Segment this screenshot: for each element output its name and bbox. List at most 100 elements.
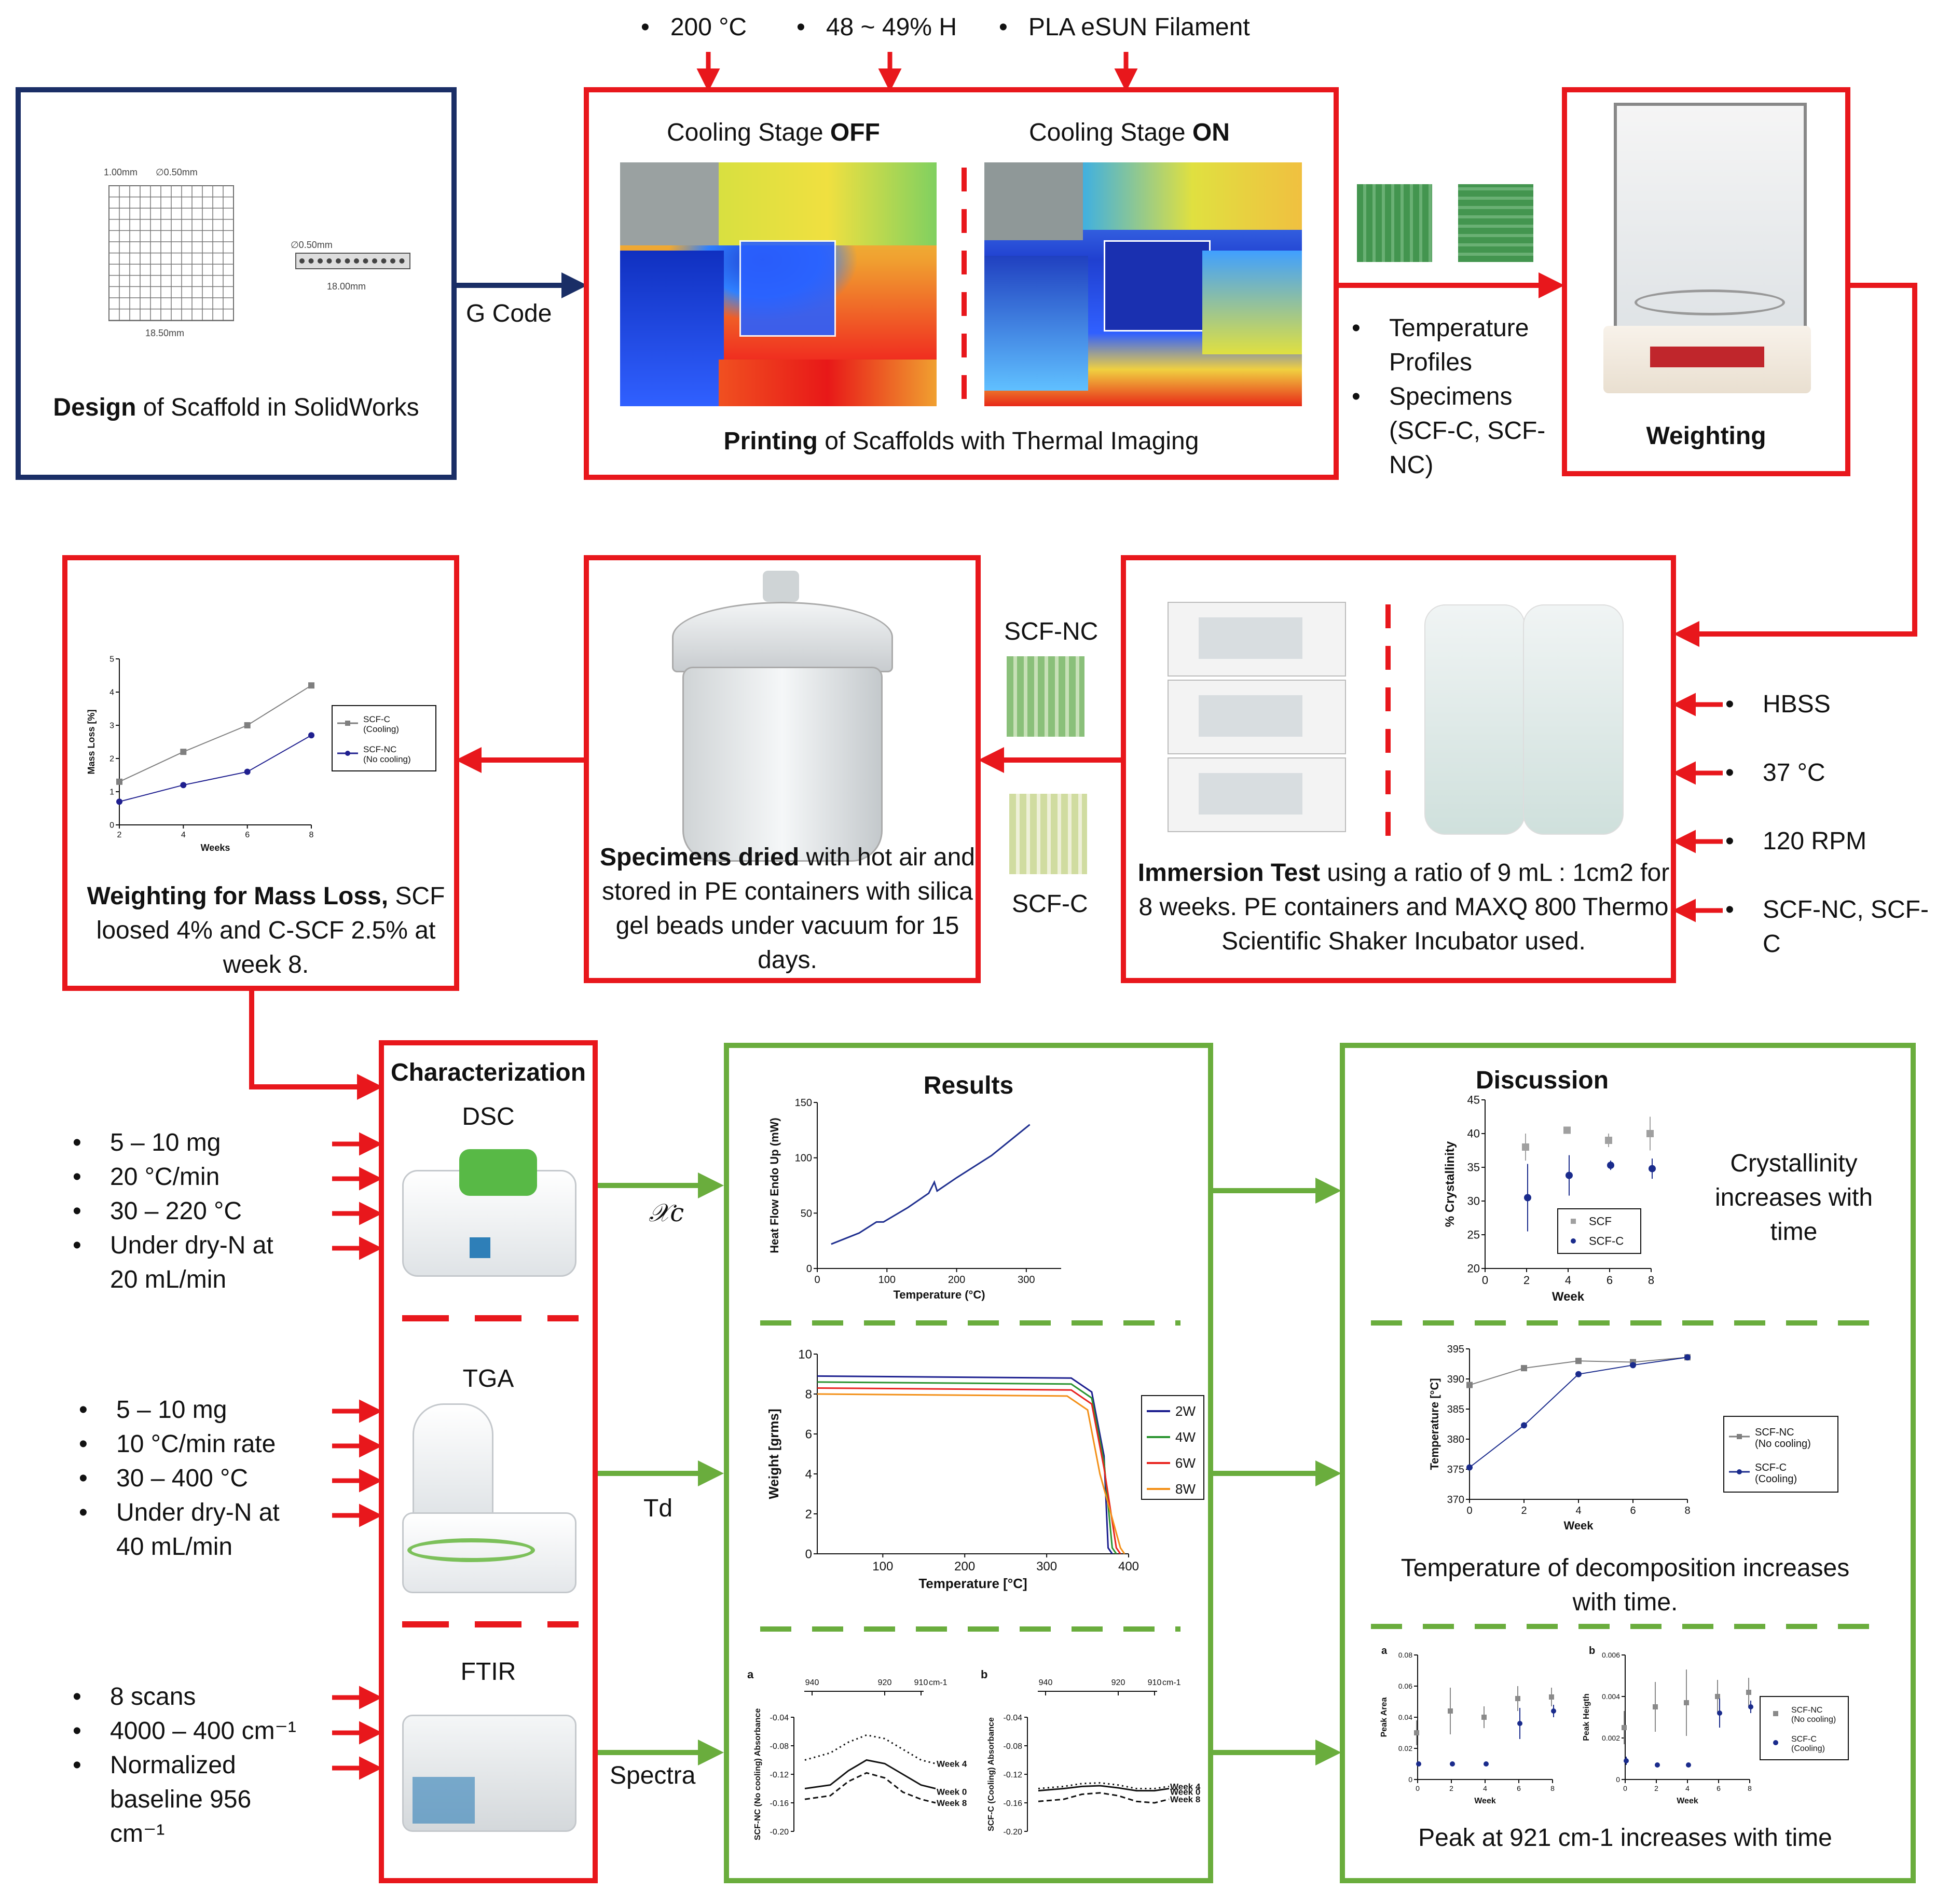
specimen-scfnc-image: [1007, 656, 1084, 737]
series-line: [1469, 1357, 1688, 1468]
legend-label: 2W: [1175, 1403, 1196, 1419]
y-tick-label: 380: [1447, 1434, 1464, 1445]
y-tick-label: 25: [1467, 1229, 1480, 1241]
analytical-balance-image: [1603, 103, 1811, 404]
x-tick-label: 0: [1482, 1274, 1488, 1287]
y-tick-label: 0: [109, 821, 114, 830]
legend-label: (Cooling): [1755, 1473, 1797, 1485]
data-point: [1622, 1725, 1627, 1730]
x-tick-label: 4: [1575, 1505, 1581, 1516]
specimen-scfc-image: [1009, 794, 1087, 874]
data-point: [1524, 1194, 1531, 1202]
x-tick-label: 940: [1039, 1678, 1053, 1687]
x-tick-label: 2: [1449, 1784, 1453, 1792]
data-point: [116, 778, 122, 785]
weighting-label: Weighting: [1646, 422, 1766, 450]
divider-dashed: [760, 1320, 1180, 1326]
y-axis-label: % Crystallinity: [1443, 1141, 1457, 1227]
x-tick-label: 4: [1685, 1784, 1690, 1792]
data-point: [1748, 1704, 1753, 1709]
data-point: [1414, 1730, 1419, 1735]
x-tick-label: 0: [1466, 1505, 1472, 1516]
y-tick-label: 2: [805, 1507, 812, 1521]
scaffold-thumbnail-1: [1357, 184, 1432, 262]
legend-label: 4W: [1175, 1429, 1196, 1445]
y-tick-label: -0.16: [1004, 1799, 1023, 1808]
data-point: [1624, 1758, 1629, 1763]
x-tick-label: 910: [914, 1678, 928, 1687]
legend-marker: [1737, 1434, 1742, 1439]
data-point: [1563, 1126, 1571, 1134]
y-axis-label: Heat Flow Endo Up (mW): [768, 1117, 781, 1253]
x-tick-label: 4: [181, 831, 186, 839]
printing-box: Cooling Stage OFF Cooling Stage ON Print…: [584, 87, 1339, 480]
x-tick-label: 6: [1517, 1784, 1521, 1792]
panel-label: a: [747, 1668, 754, 1681]
results-title: Results: [923, 1072, 1014, 1099]
scaffold-thumbnail-2: [1458, 184, 1533, 262]
data-point: [116, 798, 122, 805]
data-point: [244, 768, 251, 775]
legend-label: (No cooling): [1791, 1715, 1836, 1724]
series-label: Week 4: [1170, 1782, 1201, 1791]
y-tick-label: 20: [1467, 1262, 1480, 1275]
y-tick-label: -0.04: [1004, 1714, 1023, 1722]
y-tick-label: -0.12: [1004, 1771, 1023, 1779]
y-axis-label: Peak Heigth: [1582, 1693, 1591, 1741]
legend-label: SCF-C: [1589, 1235, 1624, 1248]
series-line: [119, 735, 312, 803]
series-line: [804, 1734, 936, 1764]
x-tick-label: 0: [1623, 1784, 1627, 1792]
y-tick-label: -0.04: [770, 1714, 789, 1722]
x-tick-label: 4: [1565, 1274, 1571, 1287]
legend-box: [1141, 1395, 1204, 1500]
panel-label: b: [981, 1668, 987, 1681]
series-line: [1038, 1785, 1170, 1792]
divider-dashed: [402, 1621, 579, 1627]
weighting-box: Weighting: [1562, 87, 1850, 476]
output-temperature-profiles: Temperature Profiles: [1389, 314, 1529, 376]
y-tick-label: 35: [1467, 1161, 1480, 1174]
divider-dashed: [962, 168, 967, 411]
data-point: [308, 732, 314, 739]
series-label: Week 8: [1170, 1795, 1200, 1804]
y-tick-label: 375: [1447, 1464, 1464, 1475]
x-tick-label: 8: [1550, 1784, 1555, 1792]
x-axis-label: Week: [1677, 1797, 1698, 1805]
condition-filament: • PLA eSUN Filament: [999, 13, 1250, 41]
data-point: [1517, 1721, 1522, 1726]
data-point: [1655, 1762, 1660, 1768]
x-tick-label: 2: [1523, 1274, 1530, 1287]
series-label: Week 0: [1170, 1787, 1200, 1797]
legend: SCF-NC(No cooling)SCF-C(Cooling): [1760, 1696, 1849, 1760]
series-line: [119, 685, 312, 782]
y-tick-label: 395: [1447, 1344, 1464, 1355]
data-point: [1484, 1761, 1489, 1767]
panel-label: b: [1589, 1645, 1595, 1657]
x-tick-label: 4: [1483, 1784, 1487, 1792]
divider-dashed: [402, 1315, 579, 1321]
legend-marker: [1571, 1238, 1576, 1244]
desiccator-image: [662, 571, 900, 866]
x-tick-label: 920: [1111, 1678, 1125, 1687]
y-axis-label: Weight [grms]: [766, 1409, 781, 1499]
series-line: [817, 1393, 1125, 1554]
printing-outputs: •Temperature Profiles •Specimens (SCF-C,…: [1352, 311, 1559, 482]
series-line: [831, 1124, 1031, 1245]
immersion-box: Immersion Test using a ratio of 9 mL : 1…: [1121, 555, 1676, 983]
y-axis-label: Peak Area: [1380, 1698, 1389, 1737]
series-label: Week 0: [937, 1787, 967, 1797]
tga-params: •5 – 10 mg •10 °C/min rate •30 – 400 °C …: [79, 1396, 280, 1561]
y-tick-label: 1: [109, 788, 114, 797]
y-tick-label: 370: [1447, 1494, 1464, 1506]
y-tick-label: 50: [801, 1208, 812, 1219]
x-axis-label: Temperature [°C]: [918, 1576, 1027, 1591]
